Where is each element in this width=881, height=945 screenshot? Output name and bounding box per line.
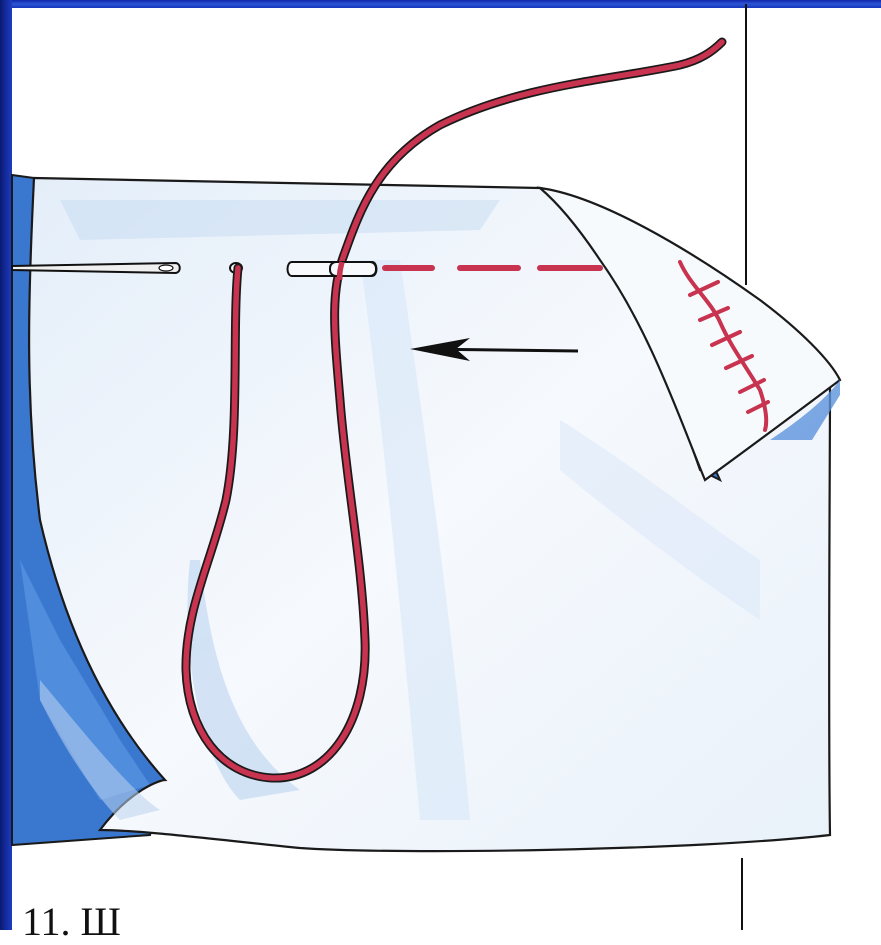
basting-eye-cover [330, 262, 376, 276]
frame-top-band [0, 0, 881, 8]
figure-caption: 11. Ш [22, 898, 121, 945]
frame-left-strip [0, 0, 12, 930]
